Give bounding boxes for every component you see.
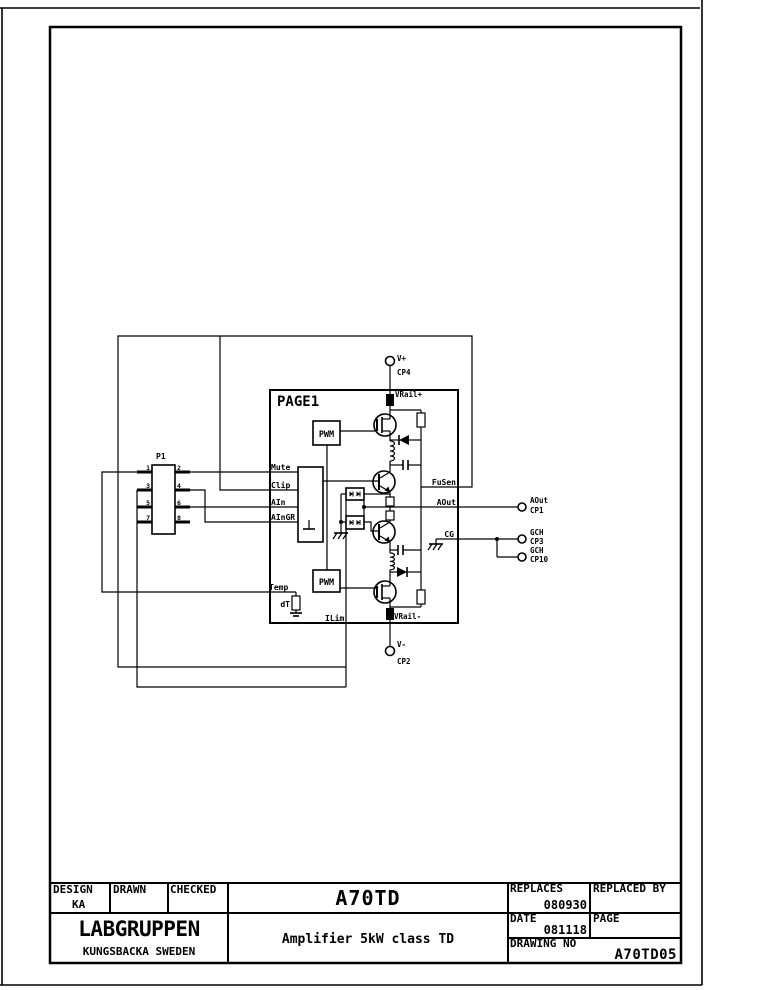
drawn-label: DRAWN: [113, 883, 146, 896]
p1-pin-5: 5: [146, 499, 150, 507]
replaces-value: 080930: [544, 898, 587, 912]
design-label: DESIGN: [53, 883, 93, 896]
temp-sensor: Temp dT: [269, 583, 302, 617]
cg-network: CG: [427, 530, 518, 558]
pwm-lower-label: PWM: [319, 578, 334, 588]
label-aout-terminal: AOut: [530, 496, 548, 505]
label-aout-inner: AOut: [437, 498, 456, 507]
p1-pin-3: 3: [146, 482, 150, 490]
inner-border: [48, 25, 683, 965]
p1-pin-7: 7: [146, 514, 150, 522]
replaced-by-label: REPLACED BY: [593, 882, 666, 895]
resistor-lower: [416, 589, 426, 605]
rail-pin-bottom: [386, 608, 394, 620]
terminal-vminus: V- CP2: [384, 640, 411, 666]
title-block: DESIGN KA DRAWN CHECKED A70TD REPLACES 0…: [50, 882, 681, 963]
resistor-upper: [416, 412, 426, 428]
p1-pin-8: 8: [177, 514, 181, 522]
pwm-upper-body: [312, 420, 341, 446]
design-value: KA: [72, 898, 86, 911]
page1-label: PAGE1: [277, 394, 319, 410]
date-value: 081118: [544, 923, 587, 937]
p1-pin-4: 4: [177, 482, 181, 490]
pwm-upper: PWM: [312, 420, 377, 446]
resistor-mid-upper: [385, 496, 395, 507]
label-ilim: ILim: [325, 613, 344, 623]
control-block-body: [297, 466, 324, 543]
label-vrail-plus: VRail+: [395, 390, 423, 399]
inductor-upper-icon: [389, 440, 396, 462]
label-clip: Clip: [271, 480, 290, 490]
mosfet-lower-icon: [373, 580, 397, 604]
connector-p1: P1 1 3 5 7 2 4 6 8: [137, 452, 190, 535]
resistor-mid-lower: [385, 510, 395, 521]
p1-pin-6: 6: [177, 499, 181, 507]
date-label: DATE: [510, 912, 537, 925]
snubber-network: FuSen ILim: [325, 409, 458, 623]
checked-label: CHECKED: [170, 883, 217, 896]
label-vplus: V+: [397, 354, 407, 363]
diode-lower-icon: [397, 567, 407, 577]
label-ain: AIn: [271, 498, 286, 507]
terminal-circle: [384, 355, 396, 367]
p1-label: P1: [156, 452, 166, 461]
pwm-lower-body: [312, 569, 341, 593]
label-gch-a: GCH: [530, 528, 544, 537]
bjt-lower-icon: [372, 520, 396, 544]
control-block: [297, 445, 378, 570]
limiter-box-upper: [345, 487, 365, 501]
drawing-description: Amplifier 5kW class TD: [282, 932, 454, 947]
p1-pin-1: 1: [146, 464, 150, 472]
replaces-label: REPLACES: [510, 882, 563, 895]
terminal-gch-cp3: GCH CP3: [517, 528, 544, 546]
limiter-box-lower: [345, 515, 365, 530]
terminal-gch-cp10: GCH CP10: [517, 546, 549, 564]
company-name: LABGRUPPEN: [78, 917, 199, 941]
bjt-upper-icon: [372, 470, 396, 494]
label-temp: Temp: [269, 583, 288, 592]
p1-body: [151, 464, 176, 535]
aout-line: AOut: [364, 498, 518, 508]
limiter-network: [332, 487, 390, 540]
drawing-no-label: DRAWING NO: [510, 937, 577, 950]
terminal-circle: [517, 534, 527, 544]
label-dt: dT: [280, 600, 290, 609]
page-borders: [0, 0, 703, 986]
diode-upper-icon: [399, 435, 409, 445]
label-cp1: CP1: [530, 506, 544, 515]
dt-resistor: [291, 595, 301, 611]
terminal-aout: AOut CP1: [517, 496, 548, 515]
page-label: PAGE: [593, 912, 620, 925]
pwm-lower: PWM: [312, 569, 377, 593]
drawing-no-value: A70TD05: [614, 947, 677, 963]
power-rail: VRail+ VRail-: [385, 365, 423, 647]
rail-pin-top: [386, 394, 394, 406]
company-location: KUNGSBACKA SWEDEN: [83, 945, 196, 958]
label-vminus: V-: [397, 640, 406, 649]
label-cp2: CP2: [397, 657, 411, 666]
label-fusen: FuSen: [432, 478, 456, 487]
inductor-lower-icon: [389, 552, 396, 571]
terminal-circle: [384, 645, 396, 657]
p1-pin-2: 2: [177, 464, 181, 472]
external-wires: [101, 335, 473, 688]
pwm-upper-label: PWM: [319, 430, 334, 440]
terminal-circle: [517, 552, 527, 562]
mosfet-upper-icon: [373, 413, 397, 437]
label-cp4: CP4: [397, 368, 411, 377]
input-signals: Mute Clip AIn AInGR: [270, 463, 298, 523]
terminal-circle: [517, 502, 527, 512]
label-gch-b: GCH: [530, 546, 544, 555]
drawing-title: A70TD: [335, 886, 400, 910]
label-cp10: CP10: [530, 555, 549, 564]
label-vrail-minus: VRail-: [394, 612, 421, 621]
label-mute: Mute: [271, 463, 290, 472]
label-cp3: CP3: [530, 537, 544, 546]
label-aingr: AInGR: [271, 513, 295, 522]
label-cg: CG: [444, 530, 454, 539]
terminal-vplus: V+ CP4: [384, 354, 411, 377]
